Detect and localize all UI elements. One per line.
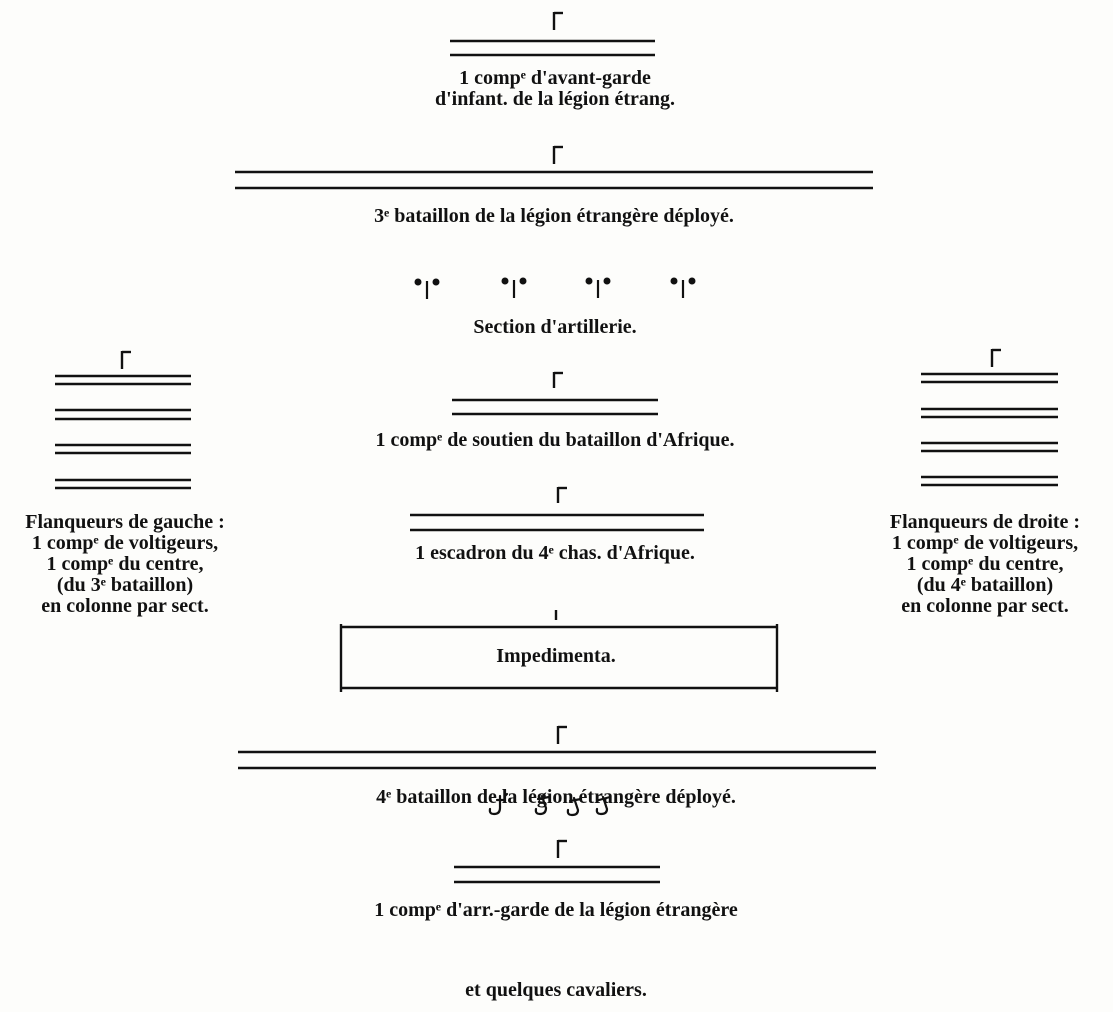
left-flank-symbol bbox=[55, 350, 191, 490]
rear-guard-label: 1 compᵉ d'arr.-garde de la légion étrang… bbox=[374, 899, 738, 921]
cannon-icon bbox=[585, 277, 611, 298]
support-company-label: 1 compᵉ de soutien du bataillon d'Afriqu… bbox=[375, 429, 735, 451]
artillery-label: Section d'artillerie. bbox=[473, 316, 637, 338]
horseman-icon bbox=[595, 795, 612, 816]
right-flank-label: Flanqueurs de droite : 1 compᵉ de voltig… bbox=[860, 512, 1110, 617]
horseman-icon bbox=[534, 794, 551, 816]
right-flank-line-2: 1 compᵉ de voltigeurs, bbox=[891, 532, 1079, 554]
left-flank-label: Flanqueurs de gauche : 1 compᵉ de voltig… bbox=[0, 512, 250, 617]
advance-guard-line-1: 1 compᵉ d'avant-garde bbox=[459, 67, 651, 89]
impedimenta-box bbox=[339, 610, 779, 692]
left-flank-line-3: 1 compᵉ du centre, bbox=[46, 553, 204, 575]
right-flank-line-5: en colonne par sect. bbox=[901, 595, 1069, 617]
impedimenta-label: Impedimenta. bbox=[496, 645, 616, 667]
battalion-4-symbol bbox=[238, 725, 876, 770]
cannon-icon bbox=[414, 278, 440, 299]
cannon-icon bbox=[501, 277, 527, 298]
battalion-3-label: 3ᵉ bataillon de la légion étrangère dépl… bbox=[374, 205, 734, 227]
horseman-icon bbox=[488, 792, 509, 816]
battalion-3-symbol bbox=[235, 145, 873, 190]
right-flank-line-4: (du 4ᵉ bataillon) bbox=[916, 574, 1054, 596]
horseman-icon bbox=[566, 796, 583, 817]
battalion-4-label: 4ᵉ bataillon de la légion étrangère dépl… bbox=[376, 786, 736, 808]
squadron-label: 1 escadron du 4ᵉ chas. d'Afrique. bbox=[415, 542, 695, 564]
right-flank-line-1: Flanqueurs de droite : bbox=[889, 511, 1081, 533]
advance-guard-line-2: d'infant. de la légion étrang. bbox=[434, 88, 675, 110]
advance-guard-label: 1 compᵉ d'avant-garde d'infant. de la lé… bbox=[355, 68, 755, 110]
advance-guard-symbol bbox=[450, 11, 655, 57]
right-flank-symbol bbox=[921, 348, 1058, 487]
cavalry-label: et quelques cavaliers. bbox=[465, 979, 647, 1001]
left-flank-line-1: Flanqueurs de gauche : bbox=[25, 511, 225, 533]
cannon-icon bbox=[670, 277, 696, 298]
support-company-symbol bbox=[452, 371, 658, 416]
cavalry-symbols bbox=[488, 792, 612, 817]
rear-guard-symbol bbox=[454, 839, 660, 884]
right-flank-line-3: 1 compᵉ du centre, bbox=[906, 553, 1064, 575]
left-flank-line-4: (du 3ᵉ bataillon) bbox=[56, 574, 194, 596]
left-flank-line-5: en colonne par sect. bbox=[41, 595, 209, 617]
squadron-symbol bbox=[410, 486, 704, 532]
left-flank-line-2: 1 compᵉ de voltigeurs, bbox=[31, 532, 219, 554]
artillery-symbols bbox=[414, 277, 696, 299]
